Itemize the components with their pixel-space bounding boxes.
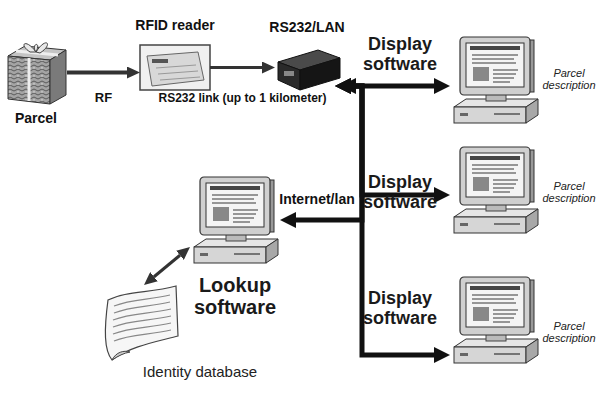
converter-front [278, 62, 300, 90]
computer-icon [194, 177, 278, 263]
parcel-bow [24, 43, 48, 53]
node-label: Display software [352, 173, 448, 213]
display-computer: Display softwareParcel description [450, 275, 540, 365]
screen-note: Parcel description [538, 180, 600, 204]
parcel-item: Parcel [5, 40, 67, 105]
converter-side [300, 58, 340, 90]
reader-detail [156, 65, 200, 80]
network-arrow [356, 84, 434, 89]
node-label: Lookup software [180, 274, 290, 318]
parcel-side [50, 50, 66, 104]
reader-logo [152, 59, 168, 63]
sheet-lines [113, 295, 171, 341]
node-label: Parcel [0, 111, 76, 126]
node-label: Display software [352, 35, 448, 75]
reader-device: RFID reader [140, 45, 210, 90]
link-arrow [210, 66, 262, 69]
display-computer: Display softwareParcel description [450, 35, 540, 125]
link-arrow [154, 255, 180, 276]
database-document: Identity database [100, 285, 180, 360]
converter-port [284, 71, 294, 76]
node-heading: RS232/LAN [247, 20, 367, 35]
database-sheet [105, 286, 178, 360]
edge-label: RF [95, 89, 112, 104]
parcel-ribbon [16, 51, 58, 101]
computer-icon [454, 277, 538, 363]
screen-note: Parcel description [538, 320, 600, 344]
lookup-computer: Lookup software [190, 175, 280, 265]
reader-device [147, 52, 204, 86]
node-heading: RFID reader [115, 18, 235, 33]
sheet-curl [112, 351, 130, 360]
edge-label: RS232 link (up to 1 kilometer) [158, 91, 326, 105]
link-arrow [67, 71, 127, 75]
screen-note: Parcel description [538, 67, 600, 91]
computer-icon [454, 147, 538, 233]
node-label: Identity database [130, 364, 270, 381]
display-computer: Display softwareParcel description [450, 145, 540, 235]
converter-device: RS232/LAN [275, 48, 340, 90]
computer-icon [454, 37, 538, 123]
reader-frame [140, 45, 210, 90]
edge-label: Internet/lan [279, 191, 354, 207]
node-label: Display software [352, 289, 448, 329]
